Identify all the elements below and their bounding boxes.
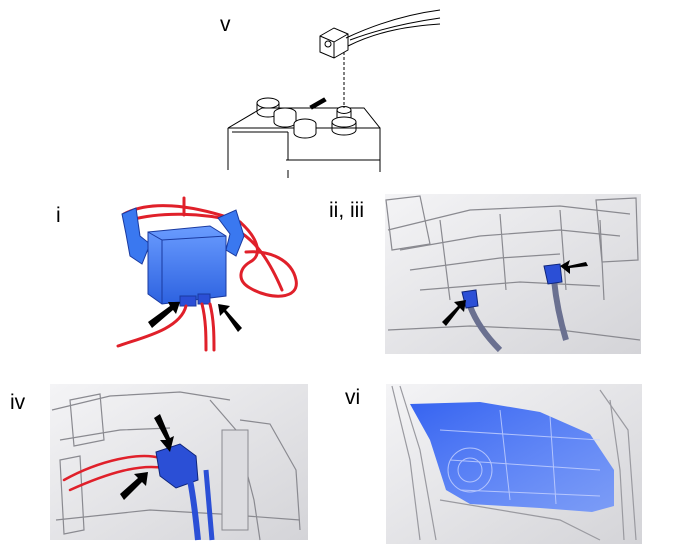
arrow-pointer-icon (442, 300, 466, 326)
label-ii-iii: ii, iii (329, 199, 364, 222)
pillar-wiring-photo (50, 384, 308, 541)
door-panel-diagram (386, 384, 642, 544)
dashboard-wiring-photo (385, 194, 641, 354)
ecu-module-diagram (116, 196, 298, 352)
label-vi: vi (345, 386, 361, 409)
label-i: i (56, 204, 61, 227)
arrow-pointer-icon (120, 472, 148, 500)
label-iv: iv (10, 391, 26, 414)
arrow-pointer-icon (560, 260, 588, 274)
label-v: v (220, 13, 231, 36)
arrow-pointer-icon (148, 302, 180, 328)
arrow-pointer-icon (154, 414, 174, 452)
battery-terminal-diagram (227, 9, 441, 178)
arrow-pointer-icon (218, 304, 242, 332)
